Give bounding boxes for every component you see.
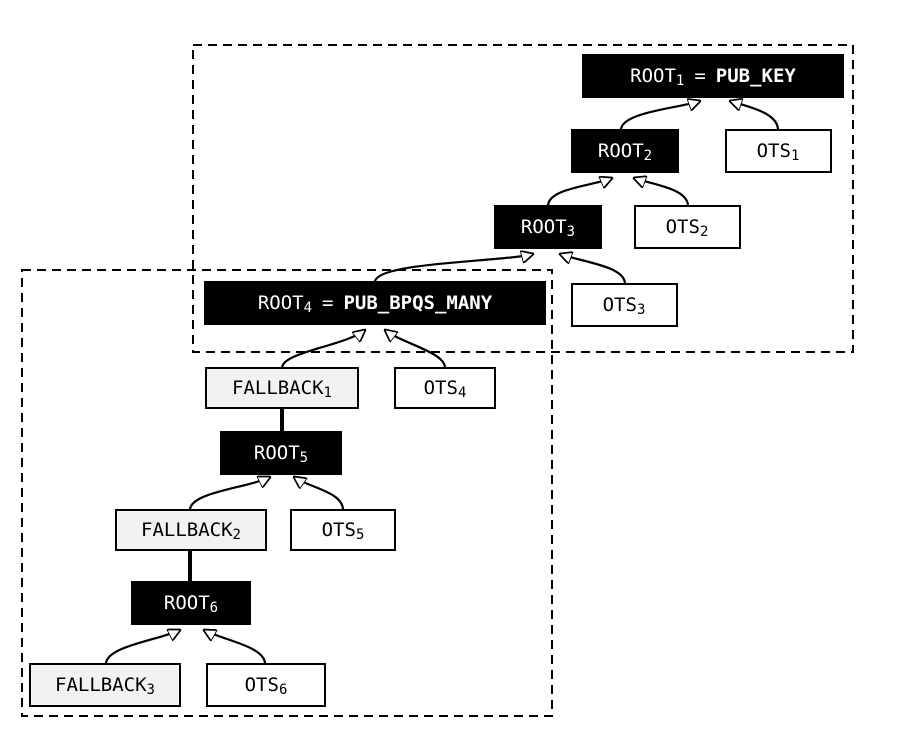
edge-ots6-root6 bbox=[204, 630, 267, 665]
edge-fallback3-root6 bbox=[104, 630, 180, 665]
svg-text:OTS1: OTS1 bbox=[757, 140, 800, 164]
edge-fallback1-root4 bbox=[280, 330, 365, 369]
node-root1: ROOT1=PUB_KEY bbox=[582, 54, 844, 98]
edge-fallback2-root5 bbox=[188, 477, 270, 511]
edge-ots1-root1 bbox=[730, 101, 780, 131]
node-root4: ROOT4=PUB_BPQS_MANY bbox=[204, 281, 546, 325]
node-fallback2: FALLBACK2 bbox=[115, 509, 267, 551]
node-fallback1: FALLBACK1 bbox=[205, 367, 359, 409]
node-root6: ROOT6 bbox=[131, 581, 251, 625]
svg-text:ROOT5: ROOT5 bbox=[254, 442, 308, 466]
node-root5: ROOT5 bbox=[220, 431, 342, 475]
node-fallback3: FALLBACK3 bbox=[29, 663, 181, 707]
node-ots1: OTS1 bbox=[725, 129, 832, 173]
edge-ots4-root4 bbox=[385, 330, 447, 369]
svg-text:OTS5: OTS5 bbox=[322, 519, 365, 543]
svg-text:OTS3: OTS3 bbox=[603, 294, 646, 318]
node-ots4: OTS4 bbox=[394, 367, 496, 409]
svg-text:OTS2: OTS2 bbox=[666, 216, 709, 240]
node-root2: ROOT2 bbox=[571, 129, 679, 173]
edge-root4-root3 bbox=[373, 254, 533, 283]
svg-text:ROOT3: ROOT3 bbox=[521, 216, 575, 240]
node-ots6: OTS6 bbox=[206, 663, 326, 707]
edge-ots5-root5 bbox=[294, 477, 345, 511]
svg-text:ROOT4=PUB_BPQS_MANY: ROOT4=PUB_BPQS_MANY bbox=[258, 292, 493, 316]
edge-root2-root1 bbox=[619, 101, 700, 131]
svg-text:FALLBACK3: FALLBACK3 bbox=[55, 674, 155, 698]
node-ots3: OTS3 bbox=[571, 283, 678, 327]
upper-dashed-region bbox=[192, 44, 854, 353]
svg-text:ROOT6: ROOT6 bbox=[164, 592, 218, 616]
node-root3: ROOT3 bbox=[494, 205, 602, 249]
svg-text:OTS6: OTS6 bbox=[245, 674, 288, 698]
svg-text:FALLBACK2: FALLBACK2 bbox=[141, 519, 241, 543]
svg-text:OTS4: OTS4 bbox=[424, 377, 467, 401]
svg-text:ROOT2: ROOT2 bbox=[598, 140, 652, 164]
lower-dashed-region bbox=[21, 269, 553, 717]
edge-root3-root2 bbox=[546, 178, 612, 207]
svg-text:ROOT1=PUB_KEY: ROOT1=PUB_KEY bbox=[630, 65, 796, 89]
node-ots2: OTS2 bbox=[634, 205, 741, 249]
node-ots5: OTS5 bbox=[290, 509, 396, 551]
edge-ots3-root3 bbox=[560, 254, 627, 285]
svg-text:FALLBACK1: FALLBACK1 bbox=[232, 377, 332, 401]
edge-ots2-root2 bbox=[634, 178, 690, 207]
